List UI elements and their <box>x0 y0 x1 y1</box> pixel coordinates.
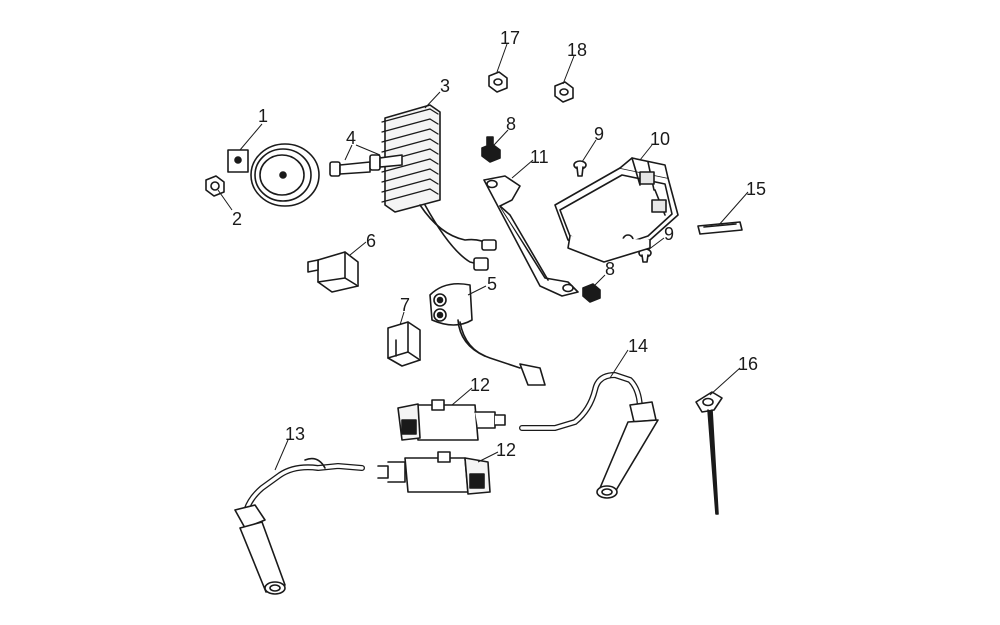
regulator-bolts <box>330 155 402 176</box>
callout-7: 7 <box>400 295 410 315</box>
ecu <box>555 158 678 262</box>
callout-9-top: 9 <box>594 124 604 144</box>
nut-17 <box>489 72 507 92</box>
ecu-bracket <box>484 176 578 296</box>
callout-8-bottom: 8 <box>605 259 615 279</box>
callout-14: 14 <box>628 336 648 356</box>
nut-18 <box>555 82 573 102</box>
ignition-coil-upper <box>398 400 505 440</box>
callout-11: 11 <box>530 147 549 167</box>
spark-plug-lead-left <box>235 459 362 594</box>
callout-6: 6 <box>366 231 376 251</box>
leader-lines <box>217 43 749 471</box>
callout-2: 2 <box>232 209 242 229</box>
bracket-bolt-bottom <box>583 284 600 302</box>
ecu-screw-top <box>574 161 586 176</box>
horn-nut <box>206 176 224 196</box>
callout-16: 16 <box>738 354 758 374</box>
callout-3: 3 <box>440 76 450 96</box>
bracket-bolt-top <box>482 137 500 162</box>
callout-5: 5 <box>487 274 497 294</box>
callout-17: 17 <box>500 28 520 48</box>
callout-12-lower: 12 <box>496 440 516 460</box>
horn <box>228 144 319 206</box>
regulator-rectifier <box>382 105 496 270</box>
callout-1: 1 <box>258 106 268 126</box>
callout-18: 18 <box>567 40 587 60</box>
starter-relay <box>430 284 545 385</box>
callout-13: 13 <box>285 424 305 444</box>
callout-12-upper: 12 <box>470 375 490 395</box>
callout-labels: 1 2 3 4 5 6 7 8 8 9 9 10 11 12 12 13 14 … <box>232 28 766 460</box>
ignition-coil-lower <box>378 452 490 494</box>
callout-8-top: 8 <box>506 114 516 134</box>
callout-4: 4 <box>346 128 356 148</box>
relay-7 <box>388 322 420 366</box>
strap <box>698 222 742 234</box>
callout-10: 10 <box>650 129 670 149</box>
relay-6 <box>308 252 358 292</box>
callout-9-bottom: 9 <box>664 224 674 244</box>
callout-15: 15 <box>746 179 766 199</box>
cable-tie <box>696 392 722 514</box>
spark-plug-lead-right <box>522 375 658 498</box>
